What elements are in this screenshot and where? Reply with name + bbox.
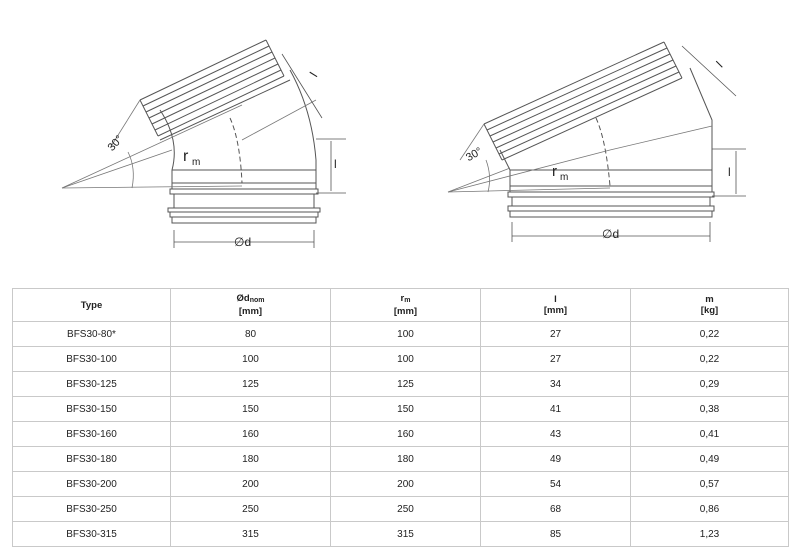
left-elbow-drawing [61,39,346,248]
left-dimensions [173,53,346,248]
left-length-label-side: l [334,157,337,171]
cell-radius: 315 [330,521,481,547]
cell-length: 27 [480,321,631,347]
left-angle-lines [61,99,317,189]
table-header: Type Ødnom[mm] rm[mm] l[mm] m[kg] [12,288,789,322]
left-center-arc [229,117,243,184]
cell-type: BFS30-150 [12,396,171,422]
header-length: l[mm] [480,288,631,322]
right-top-collar [483,41,683,161]
right-elbow-drawing [447,41,746,242]
cell-diameter: 250 [170,496,331,522]
left-length-label-top: l [307,70,320,80]
cell-length: 43 [480,421,631,447]
technical-drawing-area: 30° r m l l ∅d [61,39,746,249]
cell-mass: 1,23 [630,521,789,547]
right-elbow-body [499,67,713,186]
cell-diameter: 200 [170,471,331,497]
cell-diameter: 125 [170,371,331,397]
cell-length: 54 [480,471,631,497]
cell-length: 85 [480,521,631,547]
cell-type: BFS30-100 [12,346,171,372]
header-diameter: Ødnom[mm] [170,288,331,322]
right-radius-label: r [552,163,557,180]
cell-radius: 150 [330,396,481,422]
right-radius-sub: m [560,172,568,183]
cell-mass: 0,38 [630,396,789,422]
cell-type: BFS30-250 [12,496,171,522]
cell-mass: 0,41 [630,421,789,447]
right-dimensions [511,45,746,242]
cell-mass: 0,22 [630,321,789,347]
cell-diameter: 180 [170,446,331,472]
cell-radius: 160 [330,421,481,447]
cell-mass: 0,49 [630,446,789,472]
left-bottom-collar [167,182,321,224]
right-length-label-side: l [728,165,731,179]
cell-length: 27 [480,346,631,372]
right-angle-lines [447,123,713,193]
header-mass: m[kg] [630,288,789,322]
right-length-label-top: l [714,59,726,71]
header-radius: rm[mm] [330,288,481,322]
cell-diameter: 80 [170,321,331,347]
cell-radius: 125 [330,371,481,397]
cell-diameter: 100 [170,346,331,372]
technical-drawing: 30° r m l l ∅d [61,39,746,249]
cell-diameter: 315 [170,521,331,547]
cell-length: 41 [480,396,631,422]
cell-mass: 0,86 [630,496,789,522]
cell-mass: 0,22 [630,346,789,372]
right-diameter-label: ∅d [602,227,619,241]
specification-table: Type Ødnom[mm] rm[mm] l[mm] m[kg] BFS30-… [12,288,789,547]
header-type: Type [12,288,171,322]
cell-radius: 200 [330,471,481,497]
left-radius-sub: m [192,157,200,168]
left-radius-label: r [183,148,189,165]
cell-radius: 100 [330,346,481,372]
cell-radius: 250 [330,496,481,522]
cell-type: BFS30-180 [12,446,171,472]
cell-radius: 180 [330,446,481,472]
cell-length: 34 [480,371,631,397]
cell-type: BFS30-125 [12,371,171,397]
cell-length: 49 [480,446,631,472]
left-angle-label: 30° [106,133,126,153]
cell-type: BFS30-315 [12,521,171,547]
right-bottom-collar [507,185,715,218]
cell-mass: 0,29 [630,371,789,397]
cell-length: 68 [480,496,631,522]
cell-type: BFS30-200 [12,471,171,497]
cell-diameter: 150 [170,396,331,422]
left-diameter-label: ∅d [234,235,251,249]
left-top-collar [139,39,291,141]
cell-diameter: 160 [170,421,331,447]
right-angle-label: 30° [464,145,484,164]
cell-radius: 100 [330,321,481,347]
cell-type: BFS30-80* [12,321,171,347]
cell-type: BFS30-160 [12,421,171,447]
left-elbow-body [159,69,317,183]
cell-mass: 0,57 [630,471,789,497]
right-center-arc [595,117,611,187]
